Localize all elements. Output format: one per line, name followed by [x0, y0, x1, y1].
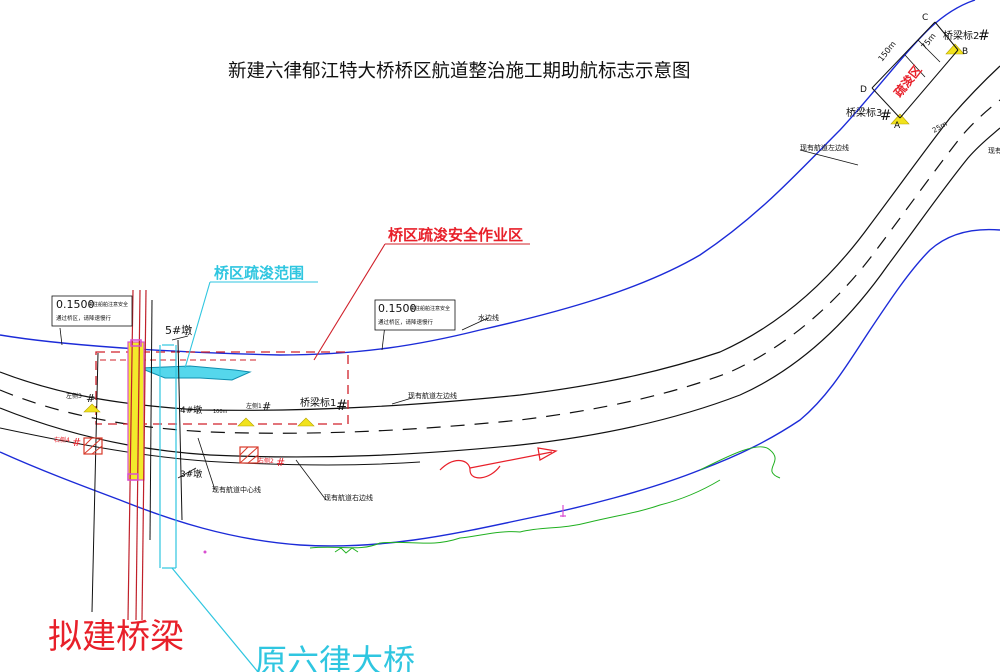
safe-zone-label: 桥区疏浚安全作业区: [388, 226, 523, 244]
buoy-bridge1: [297, 417, 315, 427]
channel-left-top-label: 现有航道左边线: [800, 143, 849, 152]
diagram-title: 新建六律郁江特大桥桥区航道整治施工期助航标志示意图: [228, 61, 691, 82]
notice1-pointer: [59, 327, 63, 346]
proposed-bridge-line-1: [127, 289, 134, 621]
channel-center-line: [0, 99, 1000, 434]
channel-right-top-label: 现有: [988, 146, 1000, 155]
dredge-range-pointer: [184, 281, 211, 369]
mark-bridge1-label: 桥梁标1: [300, 396, 336, 409]
notice-box-2: [374, 299, 456, 331]
mark-right4-hash: #: [72, 436, 81, 449]
proposed-bridge-pier-bot: [127, 473, 139, 481]
dredge-range-label: 桥区疏浚范围: [214, 264, 304, 282]
dredge-range-shape: [139, 365, 252, 381]
dim-75-label: 75m: [919, 31, 937, 51]
notice2-body2: 通过桥区，请降速慢行: [378, 318, 434, 326]
channel-left-line: [0, 65, 1000, 411]
mark-bridge3-label: 桥梁标3: [846, 106, 882, 119]
proposed-bridge-line-2: [135, 289, 141, 621]
flow-arrow-head: [537, 447, 558, 461]
mark-left3-label: 左侧3: [66, 392, 82, 400]
mark-bridge2-label: 桥梁标2: [943, 29, 979, 42]
bank-marker: [560, 505, 566, 517]
notice-box-1: [51, 295, 133, 327]
mark-left1-hash: #: [262, 400, 271, 413]
point-c: C: [922, 13, 928, 23]
water-edge-label: 水边线: [478, 313, 499, 322]
safe-zone-pointer: [313, 243, 386, 361]
pink-dot: [203, 550, 207, 554]
channel-left-label: 现有航道左边线: [408, 391, 457, 400]
mark-bridge1-hash: #: [336, 398, 348, 414]
mark-bridge2-hash: #: [978, 28, 990, 44]
flow-arrow-line: [469, 451, 553, 469]
pier3-label: 3#墩: [180, 468, 202, 480]
channel-right-line: [0, 127, 1000, 458]
green-bank-line: [309, 479, 721, 549]
lower-river-bank: [0, 228, 1000, 547]
dredge-zone-small-label: 疏浚区: [891, 62, 925, 100]
mark-bridge3-hash: #: [880, 108, 892, 124]
buoy-left1: [237, 417, 255, 427]
dim-150-label: 150m: [876, 39, 897, 63]
notice1-body1: 来往船舶注意安全: [88, 301, 128, 308]
top-right-dredge-area: [871, 21, 959, 119]
channel-center-label: 现有航道中心线: [212, 485, 261, 494]
proposed-bridge-label: 拟建桥梁: [48, 617, 184, 657]
right-mark-2-hatch: [239, 446, 259, 464]
notice2-title: 0.1500: [378, 302, 417, 315]
mark-left1-label: 左侧1: [246, 402, 262, 410]
pier5-label: 5#墩: [165, 323, 192, 337]
pier3-pointer: [177, 467, 197, 479]
proposed-bridge-line-3: [141, 289, 147, 621]
old-bridge-pointer: [171, 567, 259, 672]
point-a: A: [894, 121, 901, 131]
mark-left3-hash: #: [86, 392, 95, 405]
flow-wave: [439, 460, 501, 479]
channel-right-label: 现有航道右边线: [324, 493, 373, 502]
point-d: D: [860, 85, 867, 95]
notice1-title: 0.1500: [56, 298, 95, 311]
bridge-axis-2: [149, 299, 153, 541]
buoy-left3: [83, 403, 101, 413]
dredge-safe-zone-box: [95, 351, 349, 425]
channel-inner-line: [0, 427, 421, 466]
mark-right4-label: 右侧4: [54, 436, 70, 444]
left-line-pointer: [391, 397, 413, 405]
top-left-line-pointer: [799, 149, 859, 166]
mark-right2-label: 右侧2: [258, 457, 274, 465]
water-edge-pointer: [461, 317, 489, 331]
dim-100-label: 100m: [213, 409, 228, 415]
point-b: B: [962, 47, 968, 57]
buoy-bridge3: [890, 113, 910, 125]
pier4-label: 4#墩: [180, 404, 202, 416]
proposed-bridge-pier-top: [130, 339, 142, 347]
pier5-pointer: [171, 335, 189, 341]
notice2-body1: 来往船舶注意安全: [410, 305, 450, 312]
notice1-body2: 通过桥区，请降速慢行: [56, 314, 112, 322]
old-bridge-label: 原六律大桥: [255, 642, 415, 672]
center-line-pointer: [197, 437, 216, 491]
right-line-pointer: [295, 459, 327, 501]
green-bank-line-2: [334, 446, 781, 554]
upper-river-bank: [0, 0, 976, 356]
mark-right2-hash: #: [276, 456, 285, 469]
bridge-axis-1: [91, 352, 99, 613]
bridge-axis-3: [177, 339, 183, 521]
right-mark-4-hatch: [83, 437, 103, 455]
